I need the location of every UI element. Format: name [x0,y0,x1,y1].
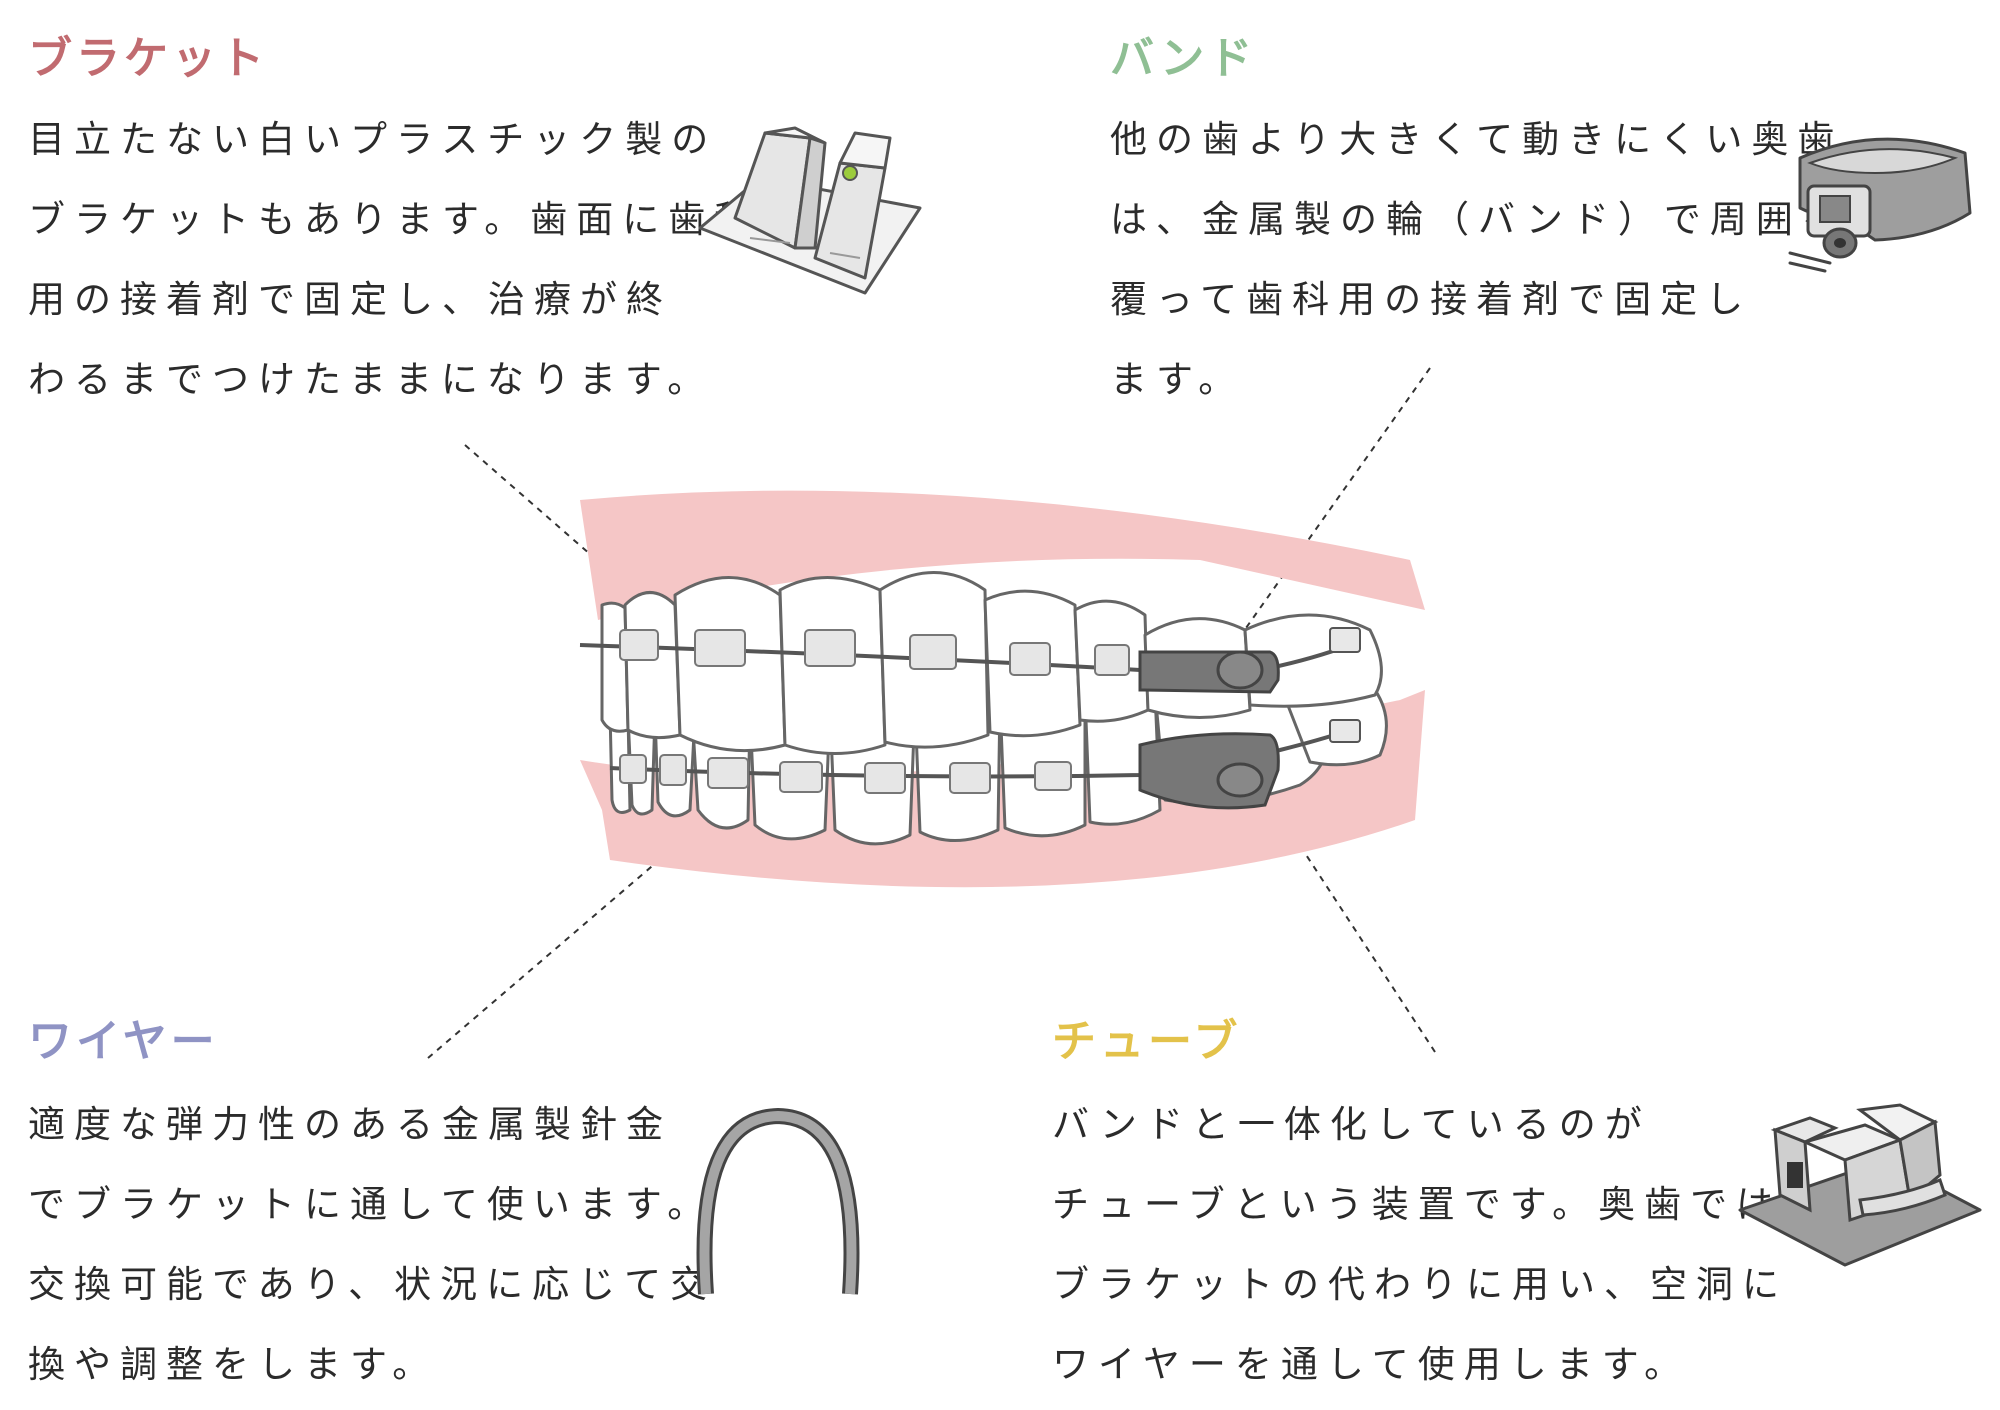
teeth-braces-illustration [579,490,1425,888]
wire-description-line: 換や調整をします。 [28,1343,439,1386]
lower-bracket [707,757,749,789]
bracket-description: 目立たない白いプラスチック製の ブラケットもあります。歯面に歯科 用の接着剤で固… [28,100,761,420]
lower-molar-tube [1329,719,1361,743]
buccal-tube-icon [1738,1103,1982,1267]
band-title: バンド [1110,33,1257,84]
lower-bracket [779,761,823,793]
ceramic-bracket-icon [698,126,922,295]
wire-description-line: 適度な弾力性のある金属製針金 [28,1103,672,1146]
upper-bracket [694,629,746,667]
lower-bracket [949,762,991,794]
tube-description: バンドと一体化しているのが チューブという装置です。奥歯では ブラケットの代わり… [1052,1085,1788,1405]
lower-buccal-tube [1216,762,1264,798]
tube-description-line: ワイヤーを通して使用します。 [1052,1343,1691,1386]
wire-description-line: でブラケットに通して使います。 [28,1183,714,1226]
tube-description-line: チューブという装置です。奥歯では [1052,1183,1783,1226]
bracket-title: ブラケット [28,33,268,84]
tube-description-line: ブラケットの代わりに用い、空洞に [1052,1263,1788,1306]
upper-bracket [1009,642,1051,676]
wire-description-line: 交換可能であり、状況に応じて交 [28,1263,717,1306]
upper-bracket [804,629,856,667]
bracket-description-line: わるまでつけたままになります。 [28,358,714,401]
band-description-line: は、金属製の輪（バンド）で周囲を [1110,198,1848,241]
wire-description: 適度な弾力性のある金属製針金 でブラケットに通して使います。 交換可能であり、状… [28,1085,717,1405]
upper-molar-tube [1329,627,1361,653]
band-description: 他の歯より大きくて動きにくい奥歯 は、金属製の輪（バンド）で周囲を 覆って歯科用… [1110,100,1848,420]
bracket-description-line: ブラケットもあります。歯面に歯科 [28,198,761,241]
bracket-description-line: 用の接着剤で固定し、治療が終 [28,278,672,321]
metal-band-icon [1788,137,1972,273]
band-description-line: ます。 [1110,358,1245,401]
wire-title: ワイヤー [28,1016,219,1067]
tube-title: チューブ [1052,1016,1242,1067]
upper-bracket [909,634,957,670]
arch-wire-icon [696,1107,860,1295]
band-description-line: 他の歯より大きくて動きにくい奥歯 [1110,118,1844,161]
bracket-description-line: 目立たない白いプラスチック製の [28,118,718,161]
tube-description-line: バンドと一体化しているのが [1052,1103,1651,1146]
upper-buccal-tube [1216,650,1264,690]
upper-tooth [623,591,682,740]
lower-bracket [619,754,647,784]
upper-bracket [1094,644,1130,676]
wire-leader-line [427,771,763,1059]
lower-bracket [1034,761,1072,791]
upper-gum [580,490,1425,620]
upper-bracket [619,629,659,661]
lower-bracket [864,762,906,794]
tube-leader-line [1264,791,1436,1053]
band-description-line: 覆って歯科用の接着剤で固定し [1110,278,1753,321]
lower-bracket [659,754,687,786]
